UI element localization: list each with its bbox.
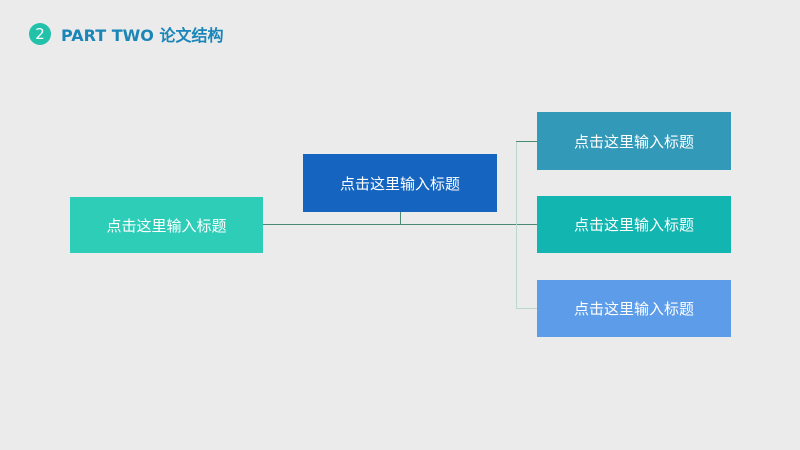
box-label: 点击这里输入标题: [573, 300, 694, 318]
connector-right-bottom: [516, 308, 537, 309]
center-title-box[interactable]: 点击这里输入标题: [303, 154, 497, 212]
connector-right-top: [516, 141, 537, 142]
box-label: 点击这里输入标题: [573, 132, 694, 151]
section-title: PART TWO 论文结构: [61, 26, 224, 45]
right-title-box-1[interactable]: 点击这里输入标题: [537, 112, 731, 170]
box-label: 点击这里输入标题: [573, 216, 694, 234]
connector-right-vertical: [516, 141, 517, 309]
section-header: 2 PART TWO 论文结构: [29, 22, 223, 46]
box-label: 点击这里输入标题: [106, 216, 227, 235]
box-label: 点击这里输入标题: [339, 174, 460, 193]
connector-center-stem: [400, 212, 401, 225]
right-title-box-3[interactable]: 点击这里输入标题: [537, 280, 731, 337]
right-title-box-2[interactable]: 点击这里输入标题: [537, 196, 731, 253]
left-title-box[interactable]: 点击这里输入标题: [70, 197, 263, 253]
section-number-badge: 2: [29, 23, 51, 45]
